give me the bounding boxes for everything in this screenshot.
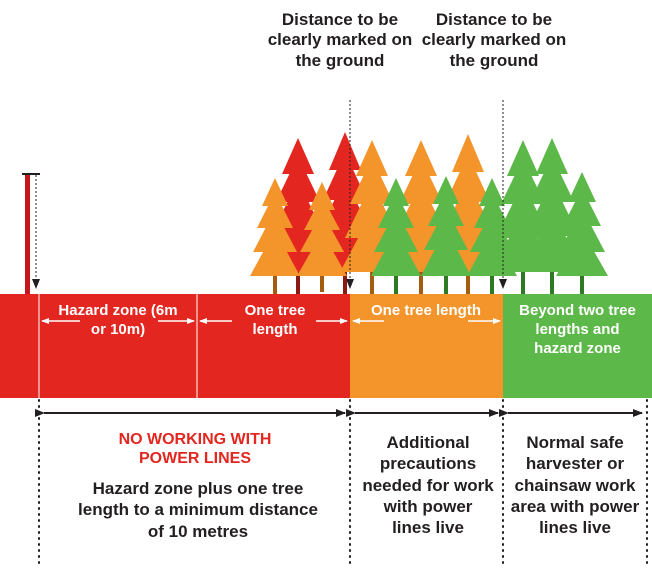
tree-group xyxy=(250,132,608,294)
conifer-tree-icon xyxy=(250,178,300,294)
distance-label-right: Distance to be clearly marked on the gro… xyxy=(421,10,567,70)
no-working-title: NO WORKING WITH POWER LINES xyxy=(118,431,272,468)
hazard-zone-label: Hazard zone (6m or 10m) xyxy=(58,302,178,338)
conifer-tree-icon xyxy=(371,178,421,294)
conifer-tree-icon xyxy=(556,172,608,294)
additional-precautions-label: Additional precautions needed for work w… xyxy=(362,433,494,537)
conifer-tree-icon xyxy=(297,182,347,292)
conifer-tree-icon xyxy=(421,176,471,294)
no-working-body: Hazard zone plus one tree length to a mi… xyxy=(78,479,318,541)
one-tree-length-label-2: One tree length xyxy=(370,302,482,319)
distance-label-left: Distance to be clearly marked on the gro… xyxy=(267,10,413,70)
power-pole-icon xyxy=(22,173,40,294)
one-tree-length-label-1: One tree length xyxy=(244,302,306,338)
normal-work-area-label: Normal safe harvester or chainsaw work a… xyxy=(510,433,640,537)
hazard-band xyxy=(0,294,350,398)
tree-length-2-band xyxy=(350,294,503,398)
beyond-band xyxy=(503,294,652,398)
beyond-zone-label: Beyond two tree lengths and hazard zone xyxy=(519,302,636,357)
